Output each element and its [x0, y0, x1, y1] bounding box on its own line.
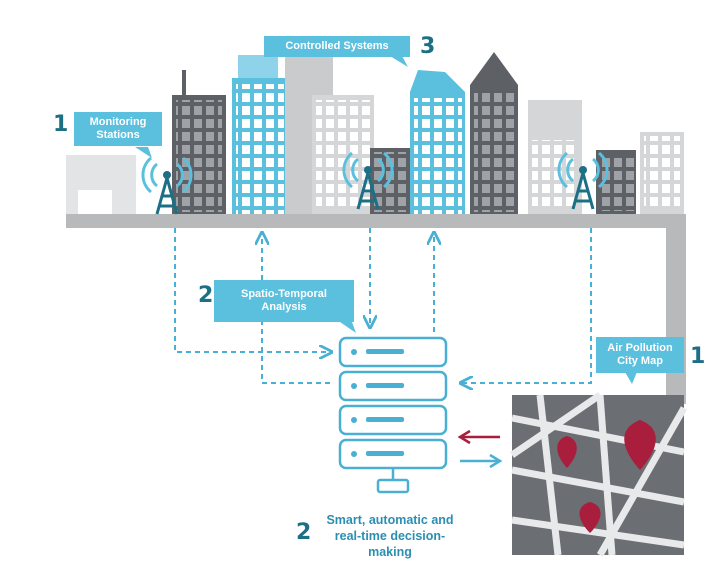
pollution-number: 1 [690, 344, 706, 369]
antenna-tower-icon [557, 151, 609, 210]
monitoring-number: 1 [53, 112, 69, 137]
server-stack-icon [338, 336, 448, 494]
map-pin-icon [579, 502, 601, 533]
antenna-tower-icon [141, 156, 193, 215]
controlled-systems-label: Controlled Systems [264, 36, 410, 57]
spatio-temporal-analysis-label: Spatio-Temporal Analysis [214, 280, 354, 322]
controlled-number: 3 [420, 34, 436, 59]
flow-tower3-to-server [462, 228, 592, 383]
decision-number: 2 [296, 520, 312, 545]
map-pin-icon [624, 420, 656, 470]
air-pollution-map-label: Air Pollution City Map [596, 337, 684, 373]
street-vertical [666, 214, 686, 404]
flow-tower1-to-server [174, 228, 330, 352]
analysis-number: 2 [198, 283, 214, 308]
antenna-tower-icon [342, 151, 394, 210]
decision-making-caption: Smart, automatic and real-time decision-… [326, 513, 454, 559]
city-skyline [66, 52, 686, 404]
city-map [510, 392, 688, 557]
exchange-arrows [457, 429, 503, 469]
street [66, 214, 686, 228]
map-pin-icon [557, 436, 577, 468]
data-flow-arrows [174, 228, 592, 384]
monitoring-stations-label: Monitoring Stations [74, 112, 162, 146]
callout-pointers [135, 56, 637, 384]
flow-server-to-building1 [262, 234, 330, 384]
